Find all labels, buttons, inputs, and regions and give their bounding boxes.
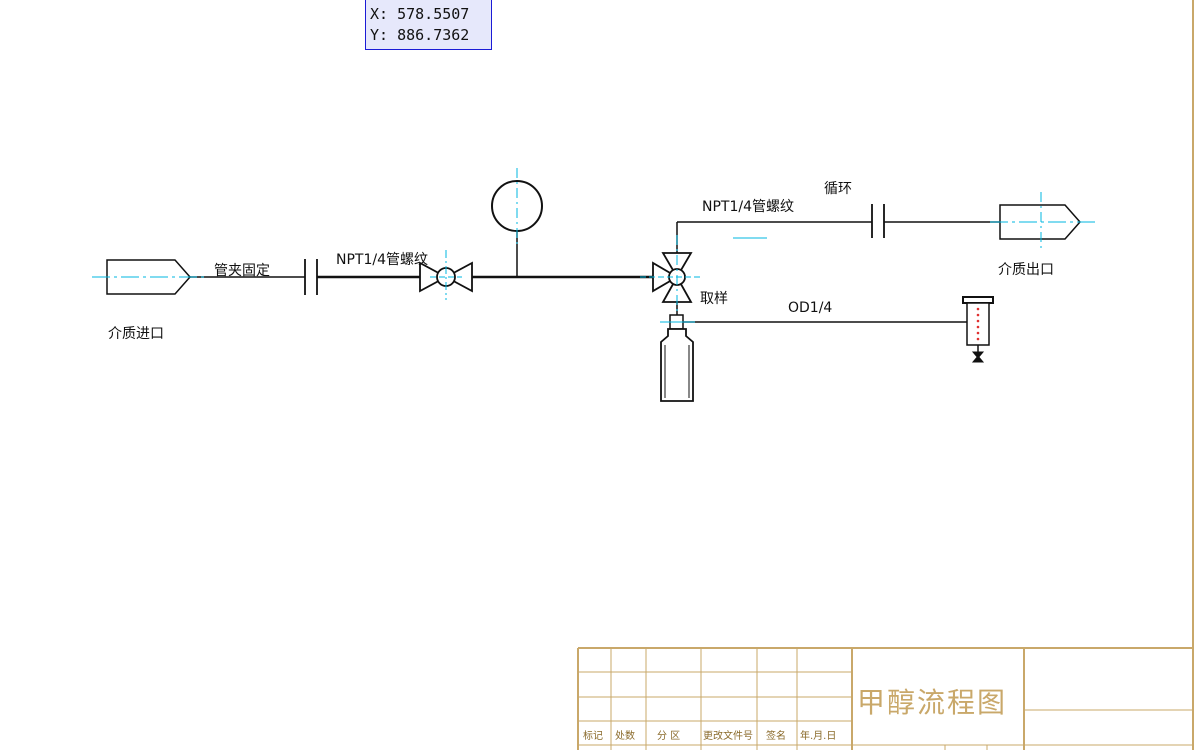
title-block-zone: 分 区 — [657, 730, 680, 742]
heater-dots — [976, 307, 980, 341]
x-coordinate: X: 578.5507 — [370, 5, 470, 23]
ball-valve — [419, 250, 473, 300]
inlet-connector — [92, 259, 205, 295]
pipelines — [190, 221, 1000, 323]
label-npt-left: NPT1/4管螺纹 — [336, 252, 428, 268]
drawing-frame-border — [1192, 0, 1194, 750]
coordinate-readout: X: 578.5507 Y: 886.7362 — [365, 0, 492, 50]
title-block-mark: 标记 — [583, 730, 603, 742]
drawing-title: 甲醇流程图 — [857, 686, 1007, 719]
title-block-sign: 签名 — [766, 729, 786, 742]
title-block-doc: 更改文件号 — [703, 729, 753, 742]
label-outlet: 介质出口 — [998, 262, 1054, 278]
sample-cylinder — [660, 328, 694, 402]
three-way-valve — [640, 235, 700, 320]
label-pipe-clamp: 管夹固定 — [214, 263, 270, 279]
coupling-circulation — [871, 204, 885, 238]
label-npt-top: NPT1/4管螺纹 — [702, 199, 794, 215]
label-sampling: 取样 — [700, 291, 728, 307]
label-od: OD1/4 — [788, 300, 832, 316]
outlet-connector — [990, 192, 1098, 250]
label-circulation: 循环 — [824, 181, 852, 197]
title-block-count: 处数 — [615, 729, 635, 742]
title-block-date: 年.月.日 — [800, 729, 836, 742]
label-inlet: 介质进口 — [108, 326, 164, 342]
y-coordinate: Y: 886.7362 — [370, 26, 470, 44]
heater-device — [962, 296, 994, 363]
sample-fitting — [660, 314, 695, 330]
pressure-gauge — [491, 168, 543, 244]
title-block — [577, 647, 1192, 750]
coupling-left — [304, 259, 318, 295]
